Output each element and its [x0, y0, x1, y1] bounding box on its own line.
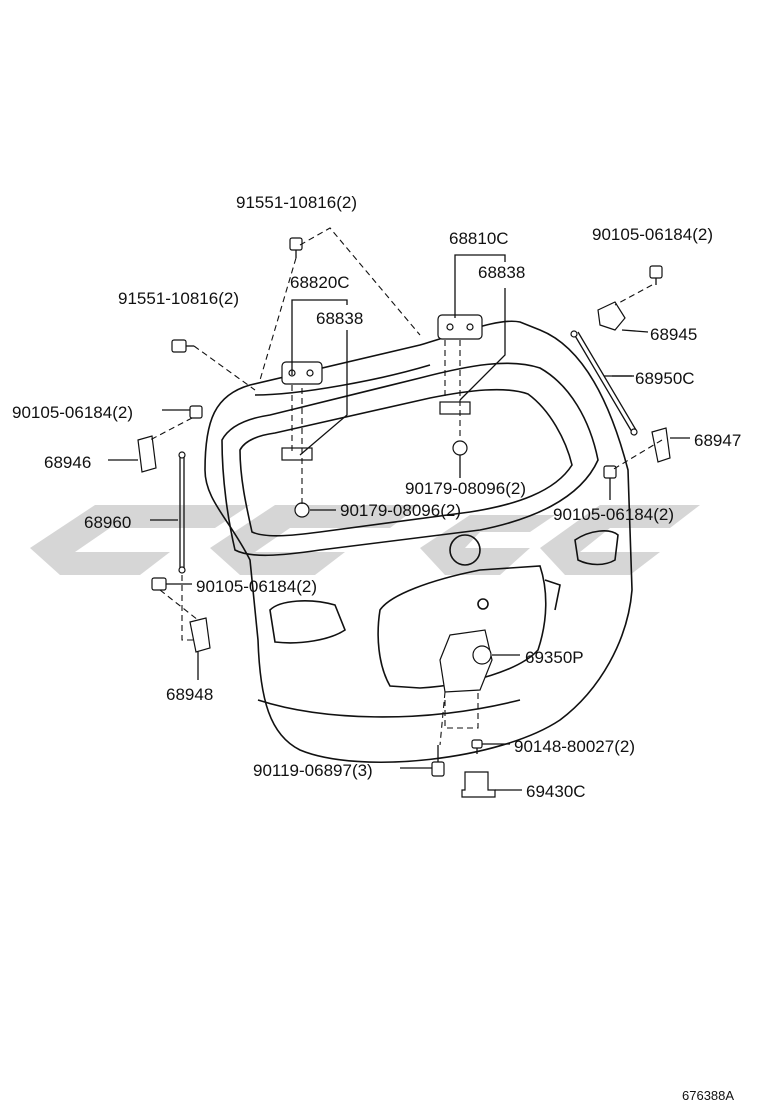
label-69430C: 69430C [526, 782, 586, 801]
label-90105-lower: 90105-06184(2) [196, 577, 317, 596]
bolt-91551-left [171, 339, 194, 353]
label-90119: 90119-06897(3) [253, 761, 373, 780]
bracket-68946 [137, 435, 157, 473]
label-90105-right: 90105-06184(2) [553, 505, 674, 524]
leader-lines [108, 227, 690, 791]
bolt-90105-topright [649, 265, 663, 285]
damper-68960 [178, 451, 186, 574]
cushion-90179-right [452, 440, 468, 456]
chevron-watermark-icon [30, 505, 700, 575]
hinge-68820C [281, 361, 323, 385]
bracket-68947 [651, 427, 671, 463]
bolt-90105-lower [151, 577, 167, 591]
label-90148: 90148-80027(2) [514, 737, 635, 756]
bolt-91551-top [289, 237, 303, 258]
lock-69350P [439, 629, 493, 693]
bolt-90119 [431, 745, 445, 777]
label-68948: 68948 [166, 685, 213, 704]
label-90105-left: 90105-06184(2) [12, 403, 133, 422]
label-90179-right: 90179-08096(2) [405, 479, 526, 498]
figure-id: 676388A [682, 1088, 734, 1103]
label-91551-left: 91551-10816(2) [118, 289, 239, 308]
striker-69430C [461, 771, 496, 798]
label-68838-left: 68838 [316, 309, 363, 328]
plate-68838-left [281, 447, 313, 461]
bolt-90105-left [189, 405, 203, 419]
label-68960: 68960 [84, 513, 131, 532]
bracket-68948 [189, 617, 211, 653]
label-68820C: 68820C [290, 273, 350, 292]
plate-68838-right [439, 401, 471, 415]
label-69350P: 69350P [525, 648, 584, 667]
bolt-90105-right [603, 465, 617, 479]
label-68945: 68945 [650, 325, 697, 344]
hinge-68810C [437, 314, 483, 340]
label-68946: 68946 [44, 453, 91, 472]
bracket-68945 [597, 301, 626, 331]
label-90179-left: 90179-08096(2) [340, 501, 461, 520]
label-68810C: 68810C [449, 229, 509, 248]
label-68947: 68947 [694, 431, 741, 450]
cushion-90179-left [294, 502, 310, 518]
label-68838-right: 68838 [478, 263, 525, 282]
label-90105-topright: 90105-06184(2) [592, 225, 713, 244]
label-91551-top: 91551-10816(2) [236, 193, 357, 212]
damper-68950C [570, 330, 638, 436]
part-labels: 91551-10816(2) 68810C 68838 90105-06184(… [12, 193, 741, 1103]
label-68950C: 68950C [635, 369, 695, 388]
